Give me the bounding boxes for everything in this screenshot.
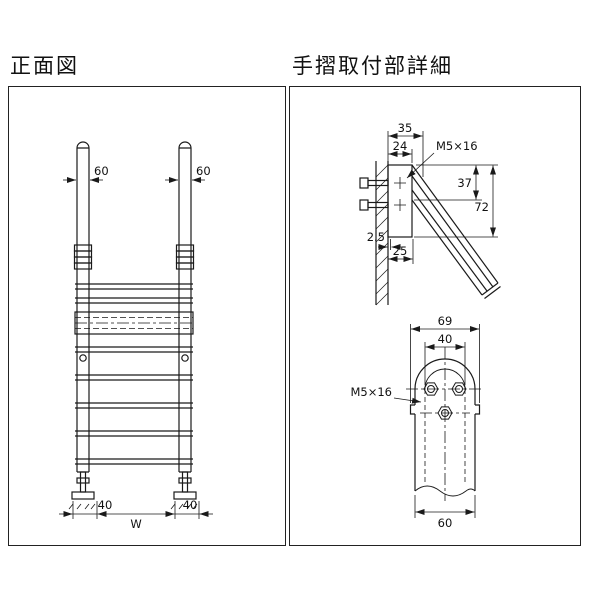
bracket-post-sides [414,414,476,491]
hex-bolt-center [437,406,453,420]
handrail-stringer [411,164,501,299]
dim-bottom-left-label: 40 [98,498,113,512]
dim-37-label: 37 [457,176,472,190]
dim-72-label: 72 [474,200,489,214]
bolt-spec-lower-label: M5×16 [350,385,392,399]
dim-bottom-right-label: 40 [183,498,198,512]
dim-24-label: 24 [393,139,408,153]
dim-bottom-width-label: W [130,517,141,531]
rail-left [76,141,90,472]
front-view-dimension-labels: 60 60 40 W 40 [94,164,211,531]
steps [74,283,194,473]
bolt-hole-left [79,354,87,362]
upper-detail-outline [359,161,501,305]
plate-hole-marks [394,177,406,211]
break-line [414,485,476,497]
dim-35-label: 35 [398,121,413,135]
handrail-detail-panel: 35 24 M5×16 37 72 2.5 25 [289,86,581,546]
bracket-dome [414,358,476,390]
handrail-detail-title: 手摺取付部詳細 [292,54,453,78]
dim-69-label: 69 [438,314,453,328]
rail-right [178,141,192,472]
front-view-dimension-lines [59,177,213,519]
bracket-ear-right [475,404,481,415]
dim-25-label: 25 [393,244,408,258]
coupling-left [73,244,93,270]
dim-rail-right-label: 60 [196,164,211,178]
dim-60-label: 60 [438,516,453,530]
dim-40-label: 40 [438,332,453,346]
dim-2-5-label: 2.5 [367,230,385,244]
ground-hatch [68,503,198,510]
front-view-panel: 60 60 40 W 40 [8,86,286,546]
front-view-drawing: 60 60 40 W 40 [59,141,213,531]
bolt-hole-right [181,354,189,362]
ladder-outline [71,141,197,500]
lower-detail-outline [409,358,481,497]
upper-dimension-lines [378,131,498,264]
bracket-bolts [423,382,467,420]
upper-dimension-labels: 35 24 M5×16 37 72 2.5 25 [367,121,489,258]
bracket-ear-left [409,404,415,415]
handrail-detail-drawing: 35 24 M5×16 37 72 2.5 25 [350,121,501,530]
bolt-upper [359,177,389,189]
coupling-right [175,244,195,270]
bolt-lower [359,199,389,211]
lower-dimension-labels: 69 40 M5×16 60 [350,314,452,530]
lower-dimension-lines [393,324,480,518]
bolt-spec-upper-label: M5×16 [436,139,478,153]
front-view-title: 正面図 [10,54,79,78]
tread-pattern [75,317,193,329]
lower-detail-construction-lines [406,347,484,501]
foot-right [173,471,197,500]
foot-left [71,471,95,500]
dim-rail-left-label: 60 [94,164,109,178]
hex-bolt-left [423,382,439,396]
hex-bolt-right [451,382,467,396]
